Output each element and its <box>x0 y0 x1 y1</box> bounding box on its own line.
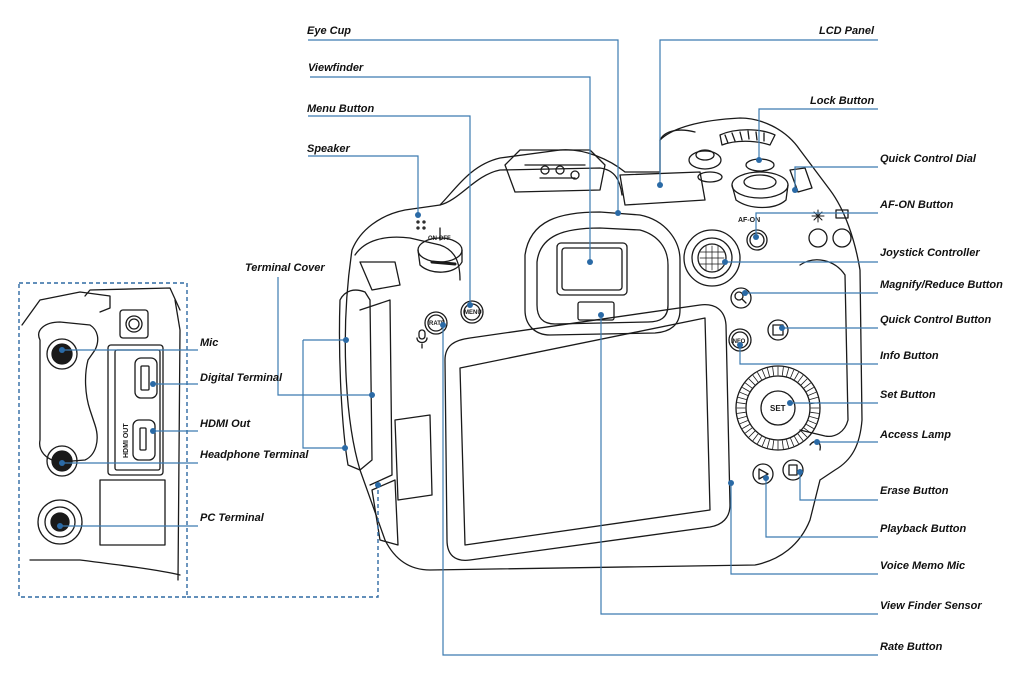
dial-ridge <box>809 396 819 400</box>
label-af-on-button: AF-ON Button <box>880 199 954 211</box>
label-lock-button: Lock Button <box>810 95 875 107</box>
dial-ridge <box>745 382 753 389</box>
dial-ridge <box>786 367 790 377</box>
dial-ridge <box>794 436 799 444</box>
dial-ridge <box>790 369 795 378</box>
leader-view-finder-sensor <box>600 315 878 615</box>
dial-ridge <box>757 436 762 444</box>
dial-ridge <box>736 402 746 405</box>
dial-ridge <box>797 433 804 441</box>
label-erase-button: Erase Button <box>880 485 949 497</box>
menu-marking: MENU <box>464 310 482 316</box>
leader-speaker <box>308 155 419 215</box>
inset-connector <box>187 485 379 598</box>
label-lcd-panel: LCD Panel <box>819 25 875 37</box>
dial-ridge <box>800 378 808 386</box>
on-off-marking: ON OFF <box>428 236 451 242</box>
label-headphone-terminal: Headphone Terminal <box>200 449 309 461</box>
terminal-inset: HDMI OUT <box>21 287 181 581</box>
dial-ridge <box>803 382 811 389</box>
dial-ridge <box>806 424 814 429</box>
leader-af-on-button <box>755 212 878 237</box>
label-access-lamp: Access Lamp <box>880 429 951 441</box>
dial-ridge <box>766 439 770 449</box>
leader-terminal-cover <box>277 277 372 396</box>
hdmi-out-marking: HDMI OUT <box>123 423 130 458</box>
dial-ridge <box>772 440 775 450</box>
label-mic: Mic <box>200 337 219 349</box>
label-quick-control-button: Quick Control Button <box>880 314 992 326</box>
label-viewfinder: Viewfinder <box>308 62 364 74</box>
leader-quick-control-dial <box>794 166 878 190</box>
dial-ridge <box>752 433 759 441</box>
label-digital-terminal: Digital Terminal <box>200 372 283 384</box>
label-menu-button: Menu Button <box>307 103 375 115</box>
dial-ridge <box>809 416 819 420</box>
label-quick-control-dial: Quick Control Dial <box>880 153 976 165</box>
leader-lcd-panel <box>659 39 878 185</box>
dial-ridge <box>752 375 759 383</box>
label-info-button: Info Button <box>880 350 939 362</box>
leader-erase-button <box>799 472 878 501</box>
dial-ridge <box>766 367 770 377</box>
leader-info-button <box>739 345 878 365</box>
dial-ridge <box>748 378 756 386</box>
camera-markings: MENU RATE INFO SET AF-ON ON OFF <box>428 217 786 413</box>
dial-ridge <box>781 440 784 450</box>
leader-eye-cup <box>308 39 619 213</box>
label-hdmi-out: HDMI Out <box>200 418 251 430</box>
dial-ridge <box>797 375 804 383</box>
label-rate-button: Rate Button <box>880 641 943 653</box>
dial-ridge <box>800 430 808 438</box>
dial-ridge <box>757 372 762 380</box>
dial-ridge <box>736 411 746 414</box>
dial-ridge <box>806 387 814 392</box>
leader-voice-memo-mic <box>730 483 878 575</box>
label-voice-memo-mic: Voice Memo Mic <box>880 560 966 572</box>
leader-dots <box>57 157 820 529</box>
rate-marking: RATE <box>429 321 445 327</box>
label-set-button: Set Button <box>880 389 936 401</box>
leader-lines <box>60 39 878 656</box>
dial-ridge <box>786 439 790 449</box>
label-joystick-controller: Joystick Controller <box>880 247 980 259</box>
dial-ridge <box>794 372 799 380</box>
dial-ridge <box>742 387 750 392</box>
label-terminal-cover: Terminal Cover <box>245 262 325 274</box>
dial-ridge <box>761 369 766 378</box>
leader-terminal-cover-2 <box>302 340 345 449</box>
dial-ridge <box>739 391 748 396</box>
label-speaker: Speaker <box>307 143 350 155</box>
label-playback-button: Playback Button <box>880 523 967 535</box>
dial-ridge <box>761 438 766 447</box>
dial-ridge <box>808 420 817 425</box>
label-view-finder-sensor: View Finder Sensor <box>880 600 982 612</box>
dial-ridge <box>739 420 748 425</box>
dial-ridge <box>748 430 756 438</box>
dial-ridge <box>803 427 811 434</box>
label-magnify-reduce-button: Magnify/Reduce Button <box>880 279 1003 291</box>
camera-body <box>338 117 863 571</box>
dial-ridge <box>810 411 820 414</box>
label-eye-cup: Eye Cup <box>307 25 352 37</box>
af-on-marking: AF-ON <box>738 217 760 224</box>
leader-rate-button <box>442 325 878 656</box>
dial-ridge <box>772 366 775 376</box>
inset-border <box>18 282 188 598</box>
label-pc-terminal: PC Terminal <box>200 512 264 524</box>
leader-viewfinder <box>310 76 591 262</box>
dial-ridge <box>742 424 750 429</box>
set-marking: SET <box>770 404 786 413</box>
dial-ridge <box>737 416 747 420</box>
dial-ridge <box>745 427 753 434</box>
dial-ridge <box>790 438 795 447</box>
leader-playback-button <box>765 478 878 538</box>
leader-lock-button <box>758 108 878 160</box>
dial-ridge <box>737 396 747 400</box>
dial-ridge <box>808 391 817 396</box>
info-marking: INFO <box>731 339 746 345</box>
dial-ridge <box>781 366 784 376</box>
leader-menu-button <box>308 115 471 305</box>
